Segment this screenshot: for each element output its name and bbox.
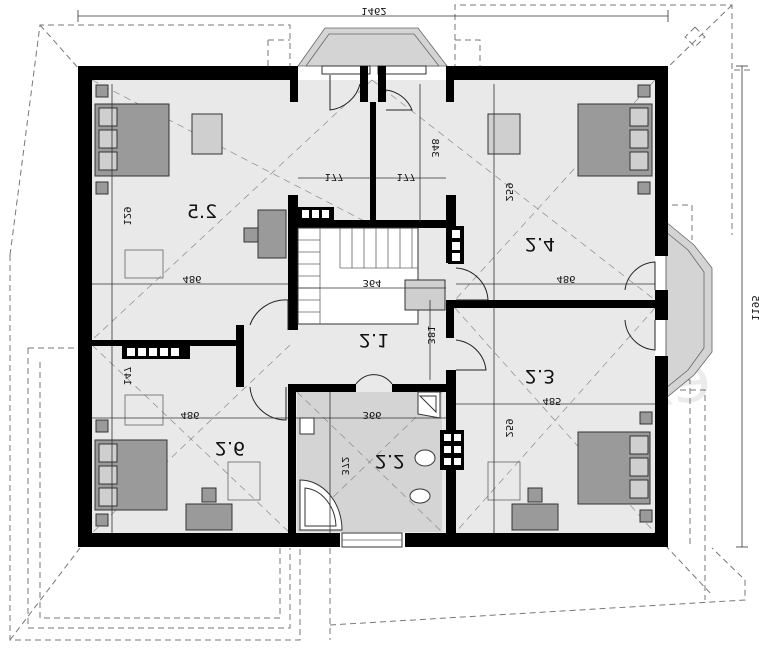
- room-label-2-4: 2.4: [525, 233, 555, 255]
- dim-stair-gap-left: 177: [324, 171, 343, 182]
- room-2-4-furniture: [487, 84, 653, 195]
- room-label-2-1: 2.1: [359, 329, 389, 351]
- ventilation-blocks: [122, 207, 464, 470]
- dim-room-2-5-width: 486: [182, 273, 201, 284]
- dim-room-2-4-width: 486: [556, 273, 575, 284]
- bay-window-top: [297, 27, 448, 75]
- dim-overall-width: 1462: [361, 5, 386, 16]
- staircase: [297, 227, 446, 325]
- dim-room-2-4-height: 259: [503, 182, 514, 201]
- room-labels: 2.5 2.4 2.1 2.3 2.6 2.2: [187, 201, 555, 472]
- dim-room-2-3-width: 485: [542, 395, 561, 406]
- room-2-6-furniture: [94, 394, 261, 531]
- dim-upper-opening: 348: [429, 138, 440, 157]
- room-2-3-furniture: [487, 411, 653, 531]
- dimension-lines: [77, 10, 748, 548]
- dim-bath-width: 366: [362, 409, 381, 420]
- room-label-2-2: 2.2: [375, 450, 405, 472]
- dim-corridor-width: 364: [362, 277, 381, 288]
- dim-room-2-6-height: 147: [121, 366, 132, 385]
- doors: [249, 75, 656, 421]
- dim-overall-height: 1195: [749, 295, 759, 320]
- room-label-2-3: 2.3: [525, 365, 555, 387]
- dim-stair-gap-right: 177: [396, 171, 415, 182]
- dim-bath-height: 372: [339, 456, 350, 475]
- room-2-5-furniture: [94, 84, 287, 279]
- bathroom-fixtures: [299, 391, 441, 531]
- room-label-2-6: 2.6: [215, 437, 245, 459]
- dim-room-2-5-height: 129: [121, 206, 132, 225]
- dim-room-2-6-width: 486: [180, 409, 199, 420]
- dim-room-2-3-height: 259: [503, 418, 514, 437]
- windows: [341, 532, 403, 548]
- room-label-2-5: 2.5: [187, 201, 217, 223]
- dim-corridor-height: 381: [425, 325, 436, 344]
- dimension-labels: 1462 1195 364 381 177 177 348 486 129 48…: [121, 5, 759, 476]
